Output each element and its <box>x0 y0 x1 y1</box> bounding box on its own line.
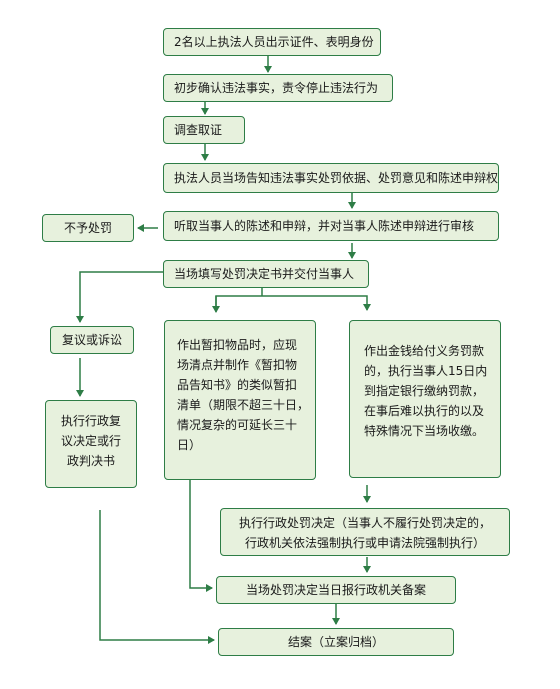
close-case-box: 结案（立案归档） <box>218 628 454 656</box>
step-issue-decision: 当场填写处罚决定书并交付当事人 <box>163 260 369 288</box>
file-record-box: 当场处罚决定当日报行政机关备案 <box>216 576 456 604</box>
arrow-execute-close <box>99 510 215 644</box>
step-hear-statement: 听取当事人的陈述和申辩，并对当事人陈述申辩进行审核 <box>163 211 499 241</box>
step-show-credentials: 2名以上执法人员出示证件、表明身份 <box>163 28 381 56</box>
step-inform-rights: 执法人员当场告知违法事实处罚依据、处罚意见和陈述申辩权 <box>163 163 499 193</box>
step-investigate: 调查取证 <box>163 116 245 144</box>
arrow-s6-review <box>76 271 164 323</box>
seize-items-box: 作出暂扣物品时，应现 场清点并制作《暂扣物 品告知书》的类似暂扣 清单（期限不超… <box>164 320 316 480</box>
execute-review-box: 执行行政复 议决定或行 政判决书 <box>45 400 137 488</box>
enforce-decision-box: 执行行政处罚决定（当事人不履行处罚决定的， 行政机关依法强制执行或申请法院强制执… <box>220 508 510 556</box>
arrow-seize-file <box>189 480 213 592</box>
fine-payment-box: 作出金钱给付义务罚款 的，执行当事人15日内 到指定银行缴纳罚款， 在事后难以执… <box>349 320 501 478</box>
review-or-litigation-box: 复议或诉讼 <box>50 326 134 354</box>
step-confirm-violation: 初步确认违法事实，责令停止违法行为 <box>163 74 393 102</box>
arrow-branch-seize <box>215 295 371 311</box>
no-penalty-box: 不予处罚 <box>42 214 134 242</box>
